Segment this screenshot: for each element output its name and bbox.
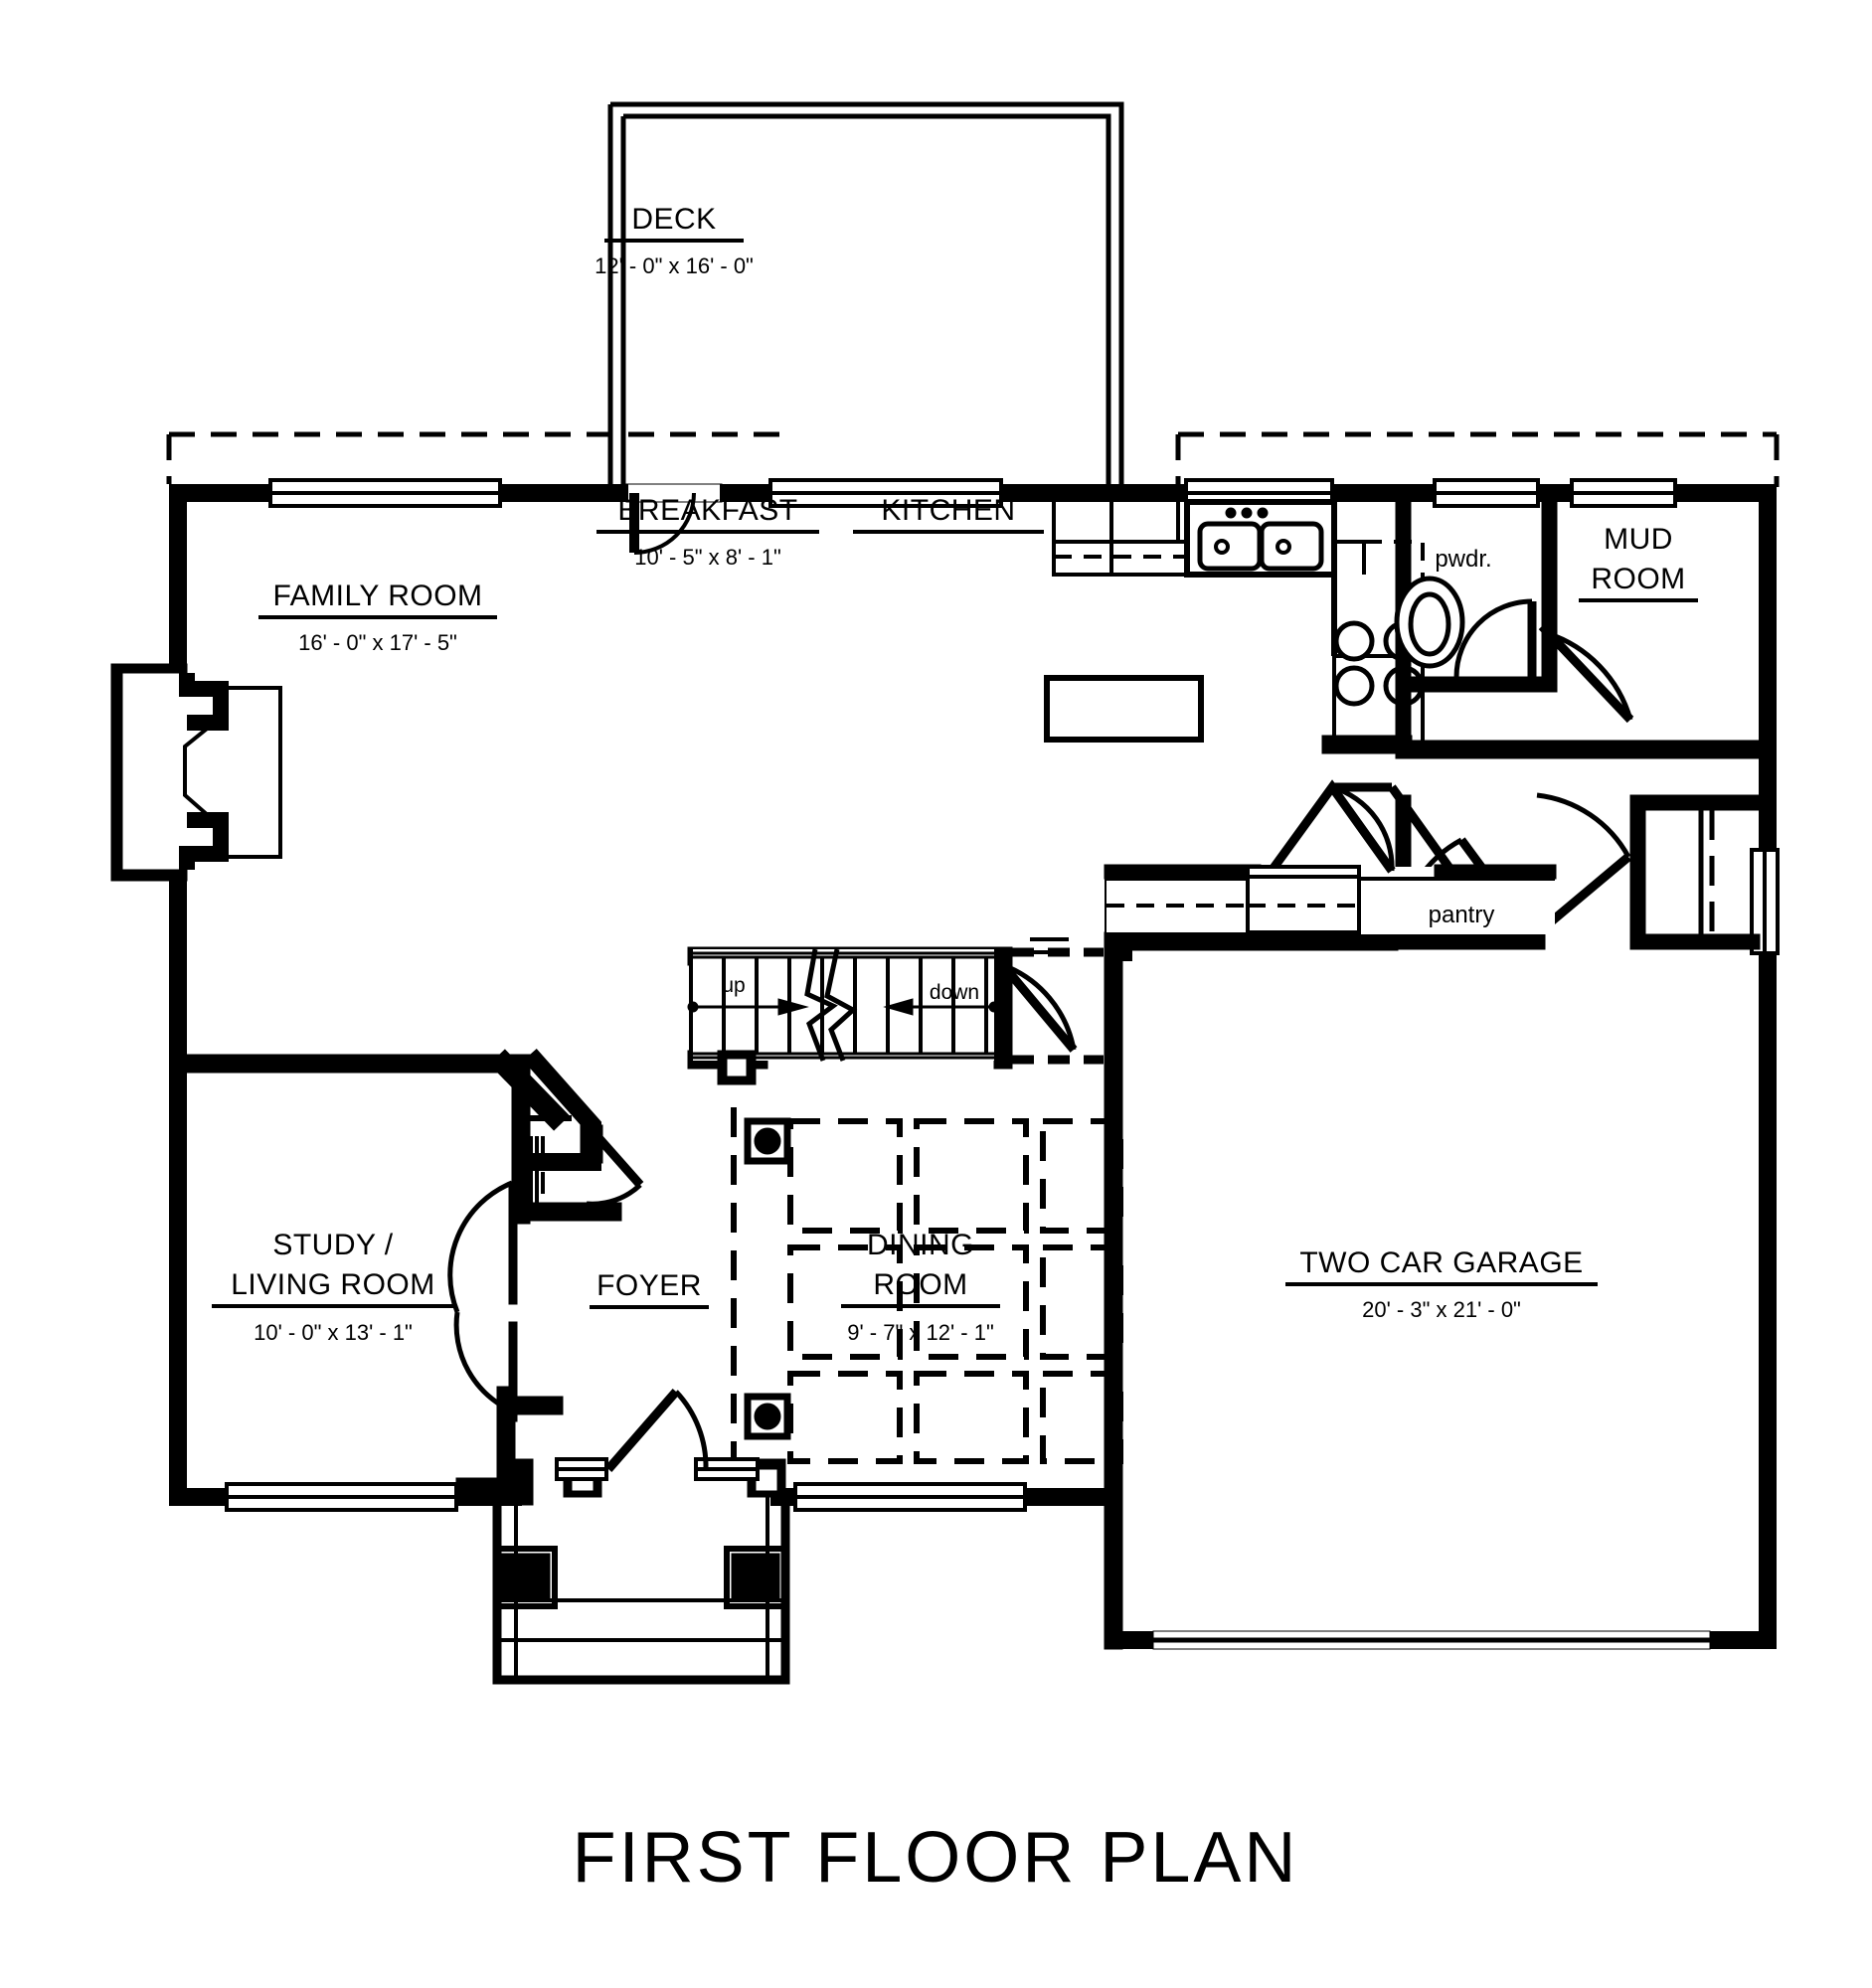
laundry-cabinets (1030, 865, 1361, 954)
label-pantry: pantry (1429, 902, 1495, 928)
stair-down-label: down (930, 981, 979, 1004)
study-name-line1: STUDY / (272, 1229, 393, 1261)
garage-dimensions: 20' - 3" x 21' - 0" (1362, 1297, 1521, 1322)
study-dimensions: 10' - 0" x 13' - 1" (254, 1320, 413, 1345)
label-breakfast: BREAKFAST 10' - 5" x 8' - 1" (596, 494, 819, 570)
interior-walls (186, 948, 1123, 1507)
powder-room-name: pwdr. (1435, 546, 1491, 573)
label-stairs: up down (722, 974, 979, 1004)
family-room-dimensions: 16' - 0" x 17' - 5" (298, 630, 457, 655)
front-entry (455, 1386, 1123, 1685)
label-powder-room: pwdr. (1435, 546, 1491, 573)
mud-room-name-line1: MUD (1604, 523, 1673, 556)
kitchen-counters (1044, 499, 1425, 746)
label-dining-room: DINING ROOM 9' - 7" x 12' - 1" (841, 1229, 1000, 1345)
garage-name: TWO CAR GARAGE (1299, 1246, 1583, 1279)
family-room-name: FAMILY ROOM (272, 580, 482, 612)
windows (225, 478, 1780, 1512)
label-study: STUDY / LIVING ROOM 10' - 0" x 13' - 1" (212, 1229, 454, 1345)
label-garage: TWO CAR GARAGE 20' - 3" x 21' - 0" (1285, 1246, 1598, 1322)
deck-dimensions: 12' - 0" x 16' - 0" (595, 253, 754, 278)
garage-door (1152, 1630, 1711, 1650)
label-kitchen: KITCHEN (853, 494, 1044, 534)
dining-room-name-line1: DINING (867, 1229, 974, 1261)
label-family-room: FAMILY ROOM 16' - 0" x 17' - 5" (258, 580, 497, 655)
stair-up-label: up (722, 974, 745, 997)
label-deck: DECK 12' - 0" x 16' - 0" (595, 203, 754, 278)
kitchen-name: KITCHEN (881, 494, 1015, 527)
overhead-dashed-lines (166, 431, 1780, 487)
deck-outline (607, 101, 1124, 489)
dining-room-dimensions: 9' - 7" x 12' - 1" (847, 1320, 994, 1345)
staircase (687, 946, 1104, 1085)
deck-name: DECK (631, 203, 716, 236)
foyer-name: FOYER (596, 1269, 702, 1302)
dining-column-markers (744, 1117, 791, 1440)
study-name-line2: LIVING ROOM (231, 1268, 435, 1301)
label-foyer: FOYER (590, 1269, 709, 1309)
bay-window (110, 663, 282, 882)
pantry-name: pantry (1429, 902, 1495, 928)
breakfast-dimensions: 10' - 5" x 8' - 1" (634, 545, 781, 570)
deck-door[interactable] (624, 483, 724, 555)
dining-room-name-line2: ROOM (873, 1268, 967, 1301)
mud-room-name-line2: ROOM (1591, 563, 1685, 595)
label-mud-room: MUD ROOM (1579, 523, 1698, 602)
mud-room-walls (1321, 501, 1777, 950)
page-title: FIRST FLOOR PLAN (573, 1818, 1299, 1898)
breakfast-name: BREAKFAST (617, 494, 797, 527)
